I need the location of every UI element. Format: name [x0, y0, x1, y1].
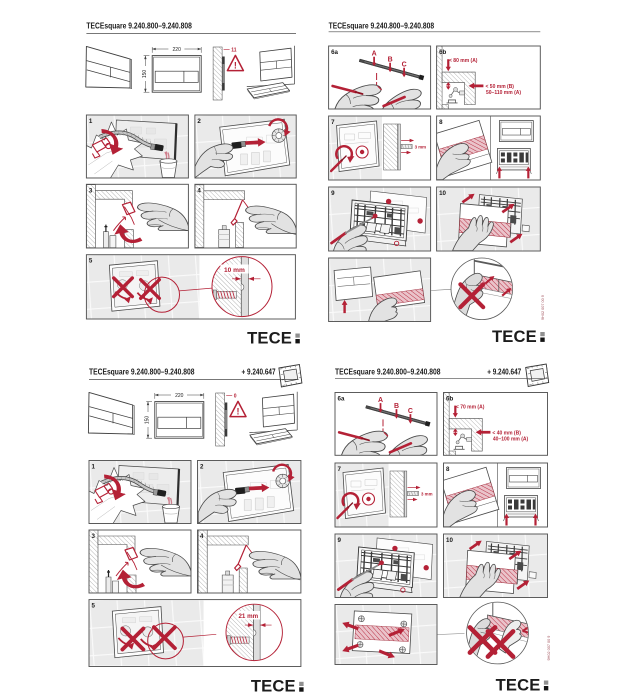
svg-text:10: 10 [439, 190, 446, 197]
svg-text:2: 2 [197, 118, 201, 125]
svg-text:TECEsquare 9.240.800–9.240.808: TECEsquare 9.240.800–9.240.808 [329, 21, 435, 30]
svg-text:10 mm: 10 mm [224, 267, 245, 274]
svg-text:< 80 mm (A): < 80 mm (A) [449, 58, 478, 64]
svg-text:3: 3 [92, 533, 96, 540]
svg-text:9: 9 [331, 190, 335, 197]
svg-text:4: 4 [197, 187, 201, 194]
svg-text:7: 7 [338, 466, 342, 473]
svg-text:9H02 007 00 9: 9H02 007 00 9 [541, 295, 545, 320]
svg-text:40–100 mm (A): 40–100 mm (A) [493, 437, 529, 443]
svg-text:10: 10 [446, 537, 453, 544]
svg-text:0: 0 [234, 393, 237, 399]
svg-text:TECEsquare 9.240.800–9.240.808: TECEsquare 9.240.800–9.240.808 [86, 21, 192, 30]
svg-text:8: 8 [439, 119, 443, 126]
svg-text:9H02 007 00 9: 9H02 007 00 9 [547, 636, 551, 661]
svg-text:+ 9.240.647: + 9.240.647 [242, 368, 276, 377]
svg-text:TECEsquare 9.240.800–9.240.808: TECEsquare 9.240.800–9.240.808 [335, 368, 441, 377]
svg-text:< 40 mm (B): < 40 mm (B) [492, 431, 521, 437]
svg-text:9: 9 [338, 537, 342, 544]
svg-text:5: 5 [89, 258, 93, 265]
svg-text:< 70 mm (A): < 70 mm (A) [456, 404, 485, 410]
svg-text:< 50 mm (B): < 50 mm (B) [486, 84, 515, 90]
svg-text:21 mm: 21 mm [238, 613, 258, 620]
svg-text:6b: 6b [439, 49, 446, 56]
svg-text:5: 5 [92, 603, 96, 610]
svg-text:11: 11 [231, 47, 237, 53]
svg-text:50–110 mm (A): 50–110 mm (A) [486, 90, 521, 96]
svg-text:TECEsquare 9.240.800–9.240.808: TECEsquare 9.240.800–9.240.808 [89, 368, 195, 377]
svg-text:1: 1 [89, 118, 93, 125]
svg-text:7: 7 [331, 119, 335, 126]
svg-text:1: 1 [92, 464, 96, 471]
svg-text:+ 9.240.647: + 9.240.647 [487, 368, 521, 377]
svg-text:6a: 6a [331, 49, 338, 56]
svg-text:4: 4 [200, 533, 204, 540]
svg-text:2: 2 [200, 464, 204, 471]
svg-text:6b: 6b [446, 396, 453, 403]
svg-text:3: 3 [89, 187, 93, 194]
svg-text:6a: 6a [338, 396, 345, 403]
svg-text:8: 8 [446, 466, 450, 473]
